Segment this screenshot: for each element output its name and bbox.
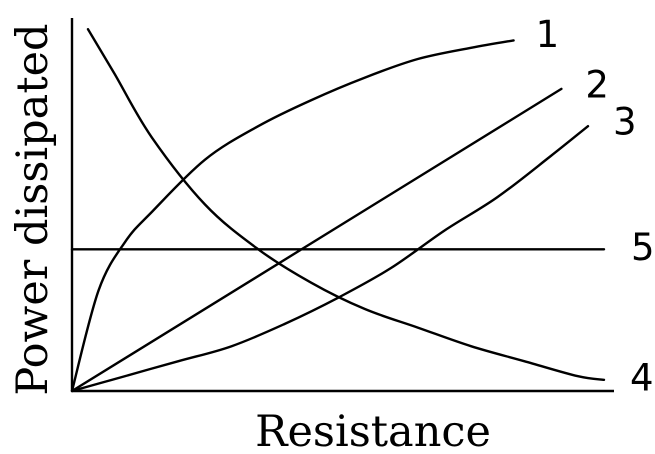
curve-1 — [70, 39, 515, 393]
curve-4 — [86, 28, 606, 381]
curve-label-5: 5 — [631, 226, 655, 269]
curve-label-4: 4 — [630, 356, 654, 399]
y-axis-label: Power dissipated — [8, 23, 58, 395]
curve-label-2: 2 — [585, 63, 609, 106]
curve-2 — [70, 87, 563, 393]
curve-label-3: 3 — [613, 101, 637, 144]
curve-3 — [70, 125, 590, 393]
curves-group — [70, 28, 606, 393]
x-axis-label: Resistance — [255, 407, 491, 454]
curve-labels-group: 123 4 5 — [536, 13, 655, 399]
curve-label-1: 1 — [536, 13, 560, 56]
